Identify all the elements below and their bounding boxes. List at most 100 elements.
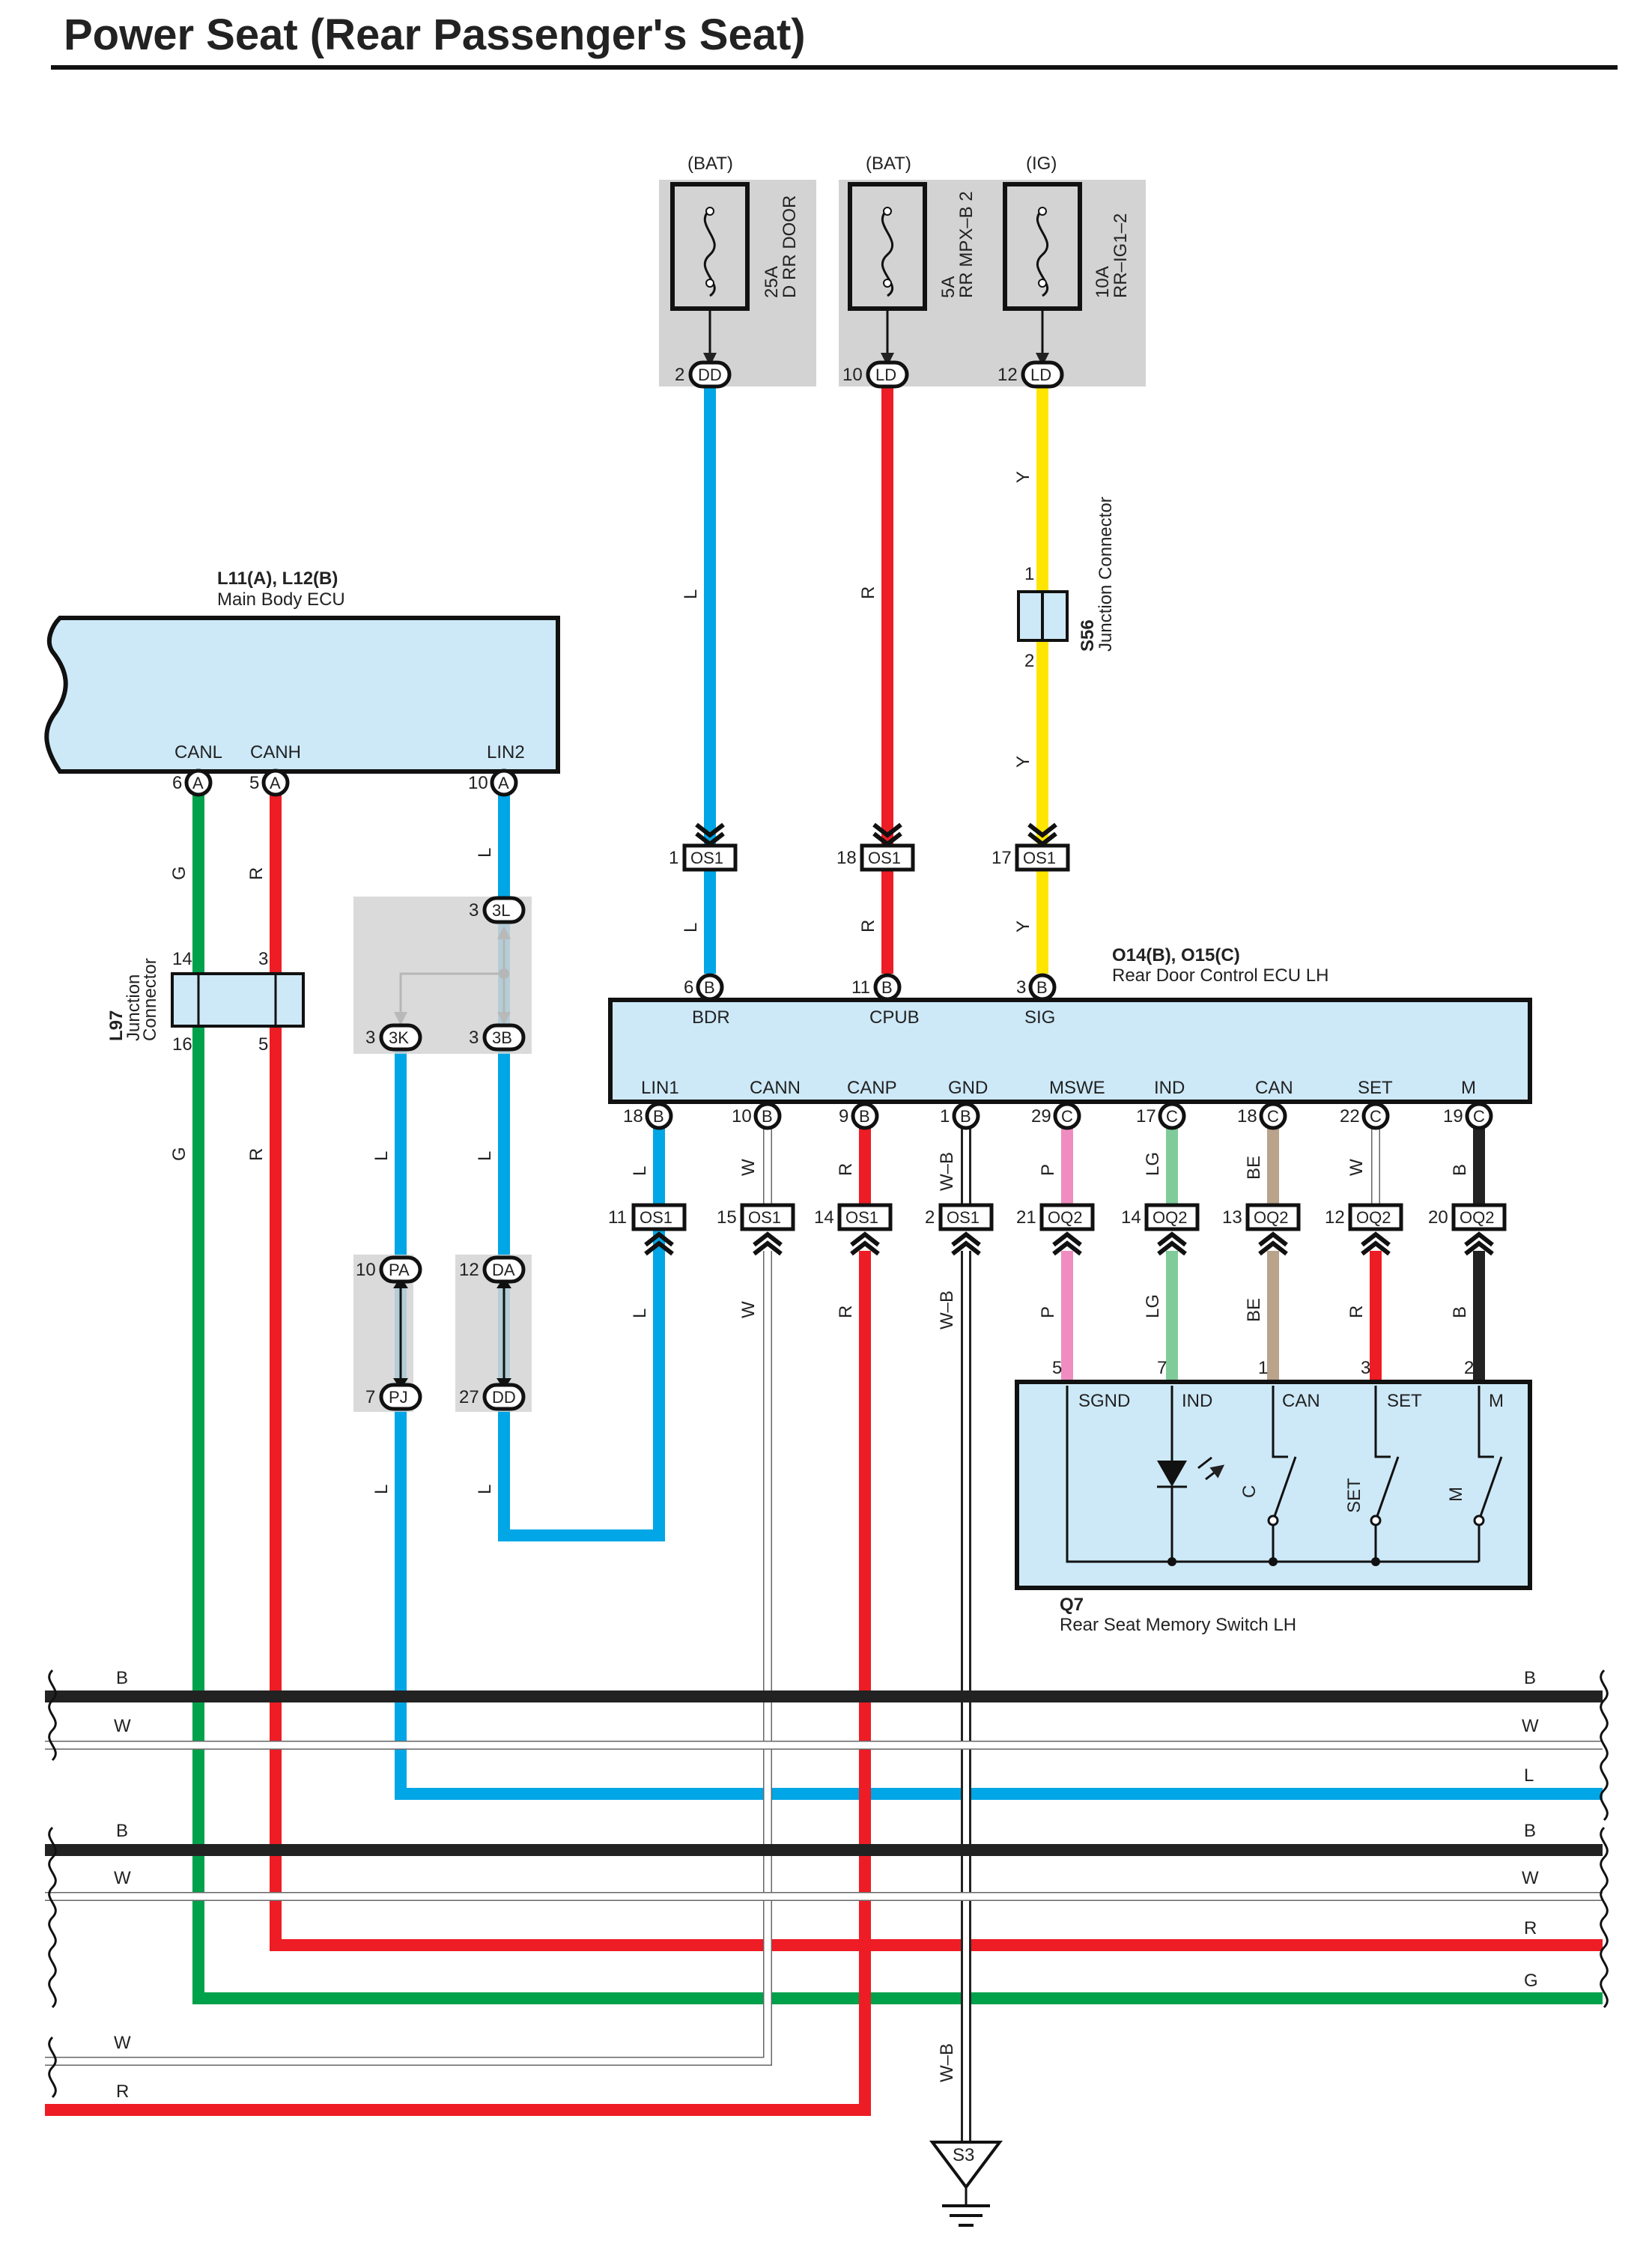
wire-color-label: P bbox=[1038, 1164, 1058, 1176]
wire-color-label: R bbox=[1346, 1306, 1367, 1318]
bus-label: B bbox=[1524, 1668, 1536, 1688]
wire-g-canl bbox=[192, 794, 1603, 2004]
pin-label-sig: SIG bbox=[1024, 1007, 1055, 1028]
pin-num: 3 bbox=[469, 1028, 479, 1048]
pin-label-gnd: GND bbox=[948, 1078, 988, 1098]
connector-code: OS1 bbox=[947, 1208, 980, 1227]
connector-code: 3B bbox=[492, 1028, 512, 1047]
fuse-name: RR–IG1–2 bbox=[1111, 213, 1131, 298]
wire-color-label: BE bbox=[1244, 1156, 1264, 1180]
wire-color-label: P bbox=[1038, 1306, 1058, 1318]
pin-num: 17 bbox=[1136, 1106, 1156, 1126]
l97-junction-connector: 14 3 16 5 L97 Junction Connector bbox=[106, 949, 305, 1055]
pin-num: 7 bbox=[1157, 1358, 1167, 1378]
pin-num: 13 bbox=[1222, 1207, 1242, 1228]
wire-color-label: R bbox=[858, 920, 878, 933]
connector-code: C bbox=[1061, 1107, 1073, 1126]
pin-label-lin2: LIN2 bbox=[487, 742, 525, 762]
wire-color-label: W bbox=[738, 1301, 759, 1318]
pin-label-m: M bbox=[1489, 1391, 1504, 1411]
wire-color-label: B bbox=[1450, 1306, 1470, 1318]
pin-num: 22 bbox=[1340, 1106, 1360, 1126]
l97-name: Junction bbox=[124, 974, 144, 1041]
pin-num: 6 bbox=[684, 977, 693, 998]
connector-code: OS1 bbox=[868, 849, 901, 867]
connector-code: OS1 bbox=[845, 1208, 878, 1227]
switch-name: Rear Seat Memory Switch LH bbox=[1060, 1615, 1296, 1635]
rear-door-control-ecu: O14(B), O15(C) Rear Door Control ECU LH bbox=[608, 945, 1532, 1104]
ecu-pin-ind: C 17 bbox=[1136, 1102, 1186, 1130]
pin-num: 1 bbox=[1258, 1358, 1268, 1378]
pin-label-can: CAN bbox=[1255, 1078, 1293, 1098]
ecu-name: Main Body ECU bbox=[217, 589, 345, 610]
connector-code: OS1 bbox=[690, 849, 723, 867]
pin-num: 1 bbox=[669, 848, 678, 868]
connector-code: C bbox=[1370, 1107, 1382, 1126]
bus-label: W bbox=[114, 1716, 131, 1736]
pin-num: 9 bbox=[839, 1106, 848, 1126]
connector-code: B bbox=[762, 1107, 773, 1126]
pin-num: 10 bbox=[732, 1106, 752, 1126]
connector-code: B bbox=[1036, 978, 1048, 997]
pin-num: 12 bbox=[997, 365, 1018, 385]
connector-code: DD bbox=[698, 366, 722, 384]
connector-code: C bbox=[1166, 1107, 1178, 1126]
pin-num: 18 bbox=[623, 1106, 643, 1126]
pin-num: 3 bbox=[258, 949, 268, 969]
pin-num: 1 bbox=[1024, 564, 1034, 584]
main-body-ecu: L11(A), L12(B) Main Body ECU CANL CANH L… bbox=[44, 568, 560, 774]
ecu-code: L11(A), L12(B) bbox=[217, 568, 338, 589]
pin-label-cpub: CPUB bbox=[869, 1007, 920, 1028]
ecu-name: Rear Door Control ECU LH bbox=[1112, 965, 1328, 986]
pin-label-cann: CANN bbox=[750, 1078, 801, 1098]
pin-num: 12 bbox=[459, 1260, 479, 1280]
ecu-pin-cann: B 10 bbox=[732, 1102, 782, 1130]
connector-code: B bbox=[653, 1107, 664, 1126]
l97-code: L97 bbox=[106, 1010, 127, 1041]
wire-l-lin1 bbox=[498, 1138, 665, 1541]
wire-color-label: G bbox=[169, 866, 189, 880]
connector-code: B bbox=[960, 1107, 971, 1126]
wire-color-label: W–B bbox=[937, 1152, 957, 1191]
s56-code: S56 bbox=[1078, 619, 1098, 652]
ecu-pin-bdr: B6 bbox=[684, 973, 724, 1001]
pin-num: 11 bbox=[851, 977, 870, 998]
pin-num: 3 bbox=[469, 900, 479, 921]
connector-code: OS1 bbox=[748, 1208, 781, 1227]
wire-color-label: L bbox=[681, 589, 701, 599]
connector-code: DA bbox=[492, 1261, 515, 1279]
rear-seat-memory-switch: Q7 Rear Seat Memory Switch LH C SET M bbox=[1015, 1380, 1532, 1635]
fuse-source: (IG) bbox=[1026, 154, 1057, 174]
ecu-pin-canl: A6 bbox=[172, 768, 213, 797]
pin-num: 10 bbox=[468, 773, 488, 793]
pin-label-canp: CANP bbox=[847, 1078, 897, 1098]
ecu-pin-canp: B9 bbox=[839, 1102, 879, 1130]
wire-r-canp bbox=[45, 1251, 871, 2116]
wire-color-label: W bbox=[1346, 1159, 1367, 1176]
ecu-pin-canh: A5 bbox=[249, 768, 290, 797]
wire-color-label: R bbox=[246, 867, 267, 880]
bus-break-marks bbox=[48, 1669, 1609, 2099]
fuse-rating: 10A bbox=[1093, 266, 1113, 298]
ecu-pin-lin1: B 18 bbox=[623, 1102, 673, 1130]
pin-label-lin1: LIN1 bbox=[641, 1078, 679, 1098]
pin-num: 7 bbox=[365, 1387, 375, 1407]
wire-color-label: Y bbox=[1013, 471, 1033, 483]
connector-code: DD bbox=[492, 1388, 516, 1407]
pin-num: 3 bbox=[1361, 1358, 1370, 1378]
pin-num: 3 bbox=[365, 1028, 375, 1048]
s56-name: Junction Connector bbox=[1096, 497, 1116, 652]
fuse-source: (BAT) bbox=[866, 154, 911, 174]
connector-code: OQ2 bbox=[1153, 1208, 1187, 1227]
pin-num: 21 bbox=[1016, 1207, 1036, 1228]
connector-code: A bbox=[192, 774, 204, 792]
wire-r-canh bbox=[270, 794, 1603, 1951]
connector-code: B bbox=[704, 978, 715, 997]
ground-s3: S3 bbox=[929, 2141, 1003, 2227]
connector-code: 3L bbox=[492, 901, 510, 920]
fuse-name: D RR DOOR bbox=[780, 195, 800, 298]
wire-color-label: L bbox=[681, 923, 701, 933]
ecu-pin-cpub: B11 bbox=[851, 973, 902, 1001]
wire-color-label: L bbox=[630, 1309, 650, 1318]
